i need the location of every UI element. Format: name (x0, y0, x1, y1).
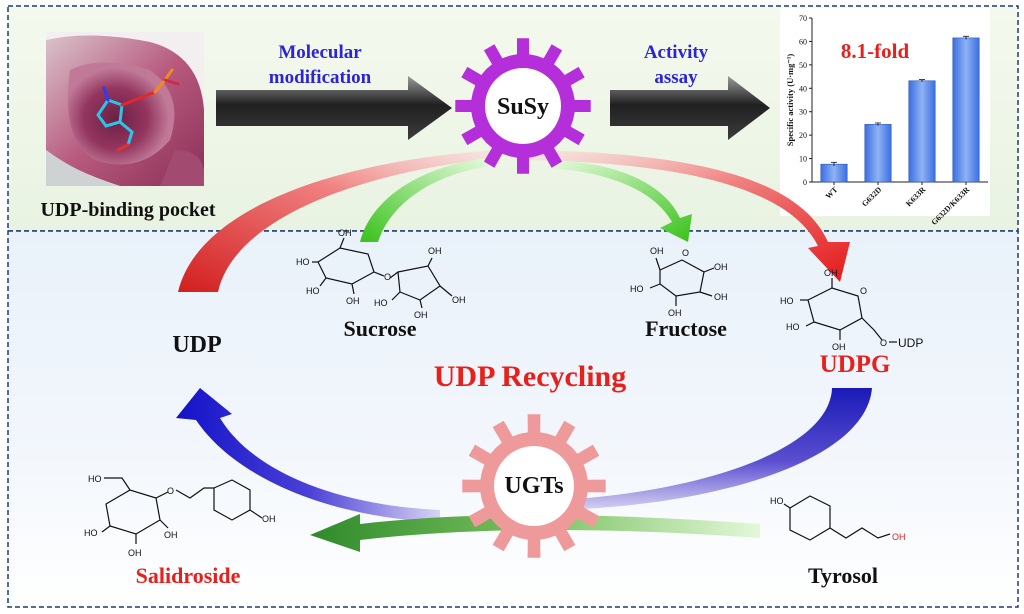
udp-recycling-label: UDP Recycling (434, 360, 626, 393)
svg-text:OH: OH (346, 296, 360, 306)
svg-text:HO: HO (296, 257, 310, 267)
svg-text:OH: OH (892, 532, 906, 542)
salidroside-label: Salidroside (136, 563, 241, 588)
y-tick-label: 0 (803, 178, 807, 187)
udp-to-susy-arrow (178, 150, 500, 292)
svg-text:HO: HO (84, 528, 98, 538)
y-tick-label: 20 (799, 131, 807, 140)
svg-text:OH: OH (164, 530, 178, 540)
assay-label-line2: assay (654, 67, 698, 88)
susy-gear (455, 38, 591, 174)
svg-text:HO: HO (88, 474, 102, 484)
modification-label-line2: modification (269, 67, 372, 88)
ugts-gear (462, 414, 606, 558)
sucrose-structure (312, 237, 453, 309)
svg-text:O: O (880, 338, 887, 348)
svg-text:HO: HO (786, 322, 800, 332)
tyrosol-to-salidroside-arrow (310, 514, 760, 552)
modification-arrow (216, 76, 452, 140)
y-tick-label: 70 (799, 14, 807, 23)
svg-text:O: O (167, 486, 174, 496)
susy-to-fructose-arrow (548, 160, 692, 242)
udpg-structure (800, 278, 883, 341)
svg-text:HO: HO (780, 296, 794, 306)
svg-text:O: O (384, 272, 391, 282)
y-tick-label: 10 (799, 155, 807, 164)
svg-text:HO: HO (306, 286, 320, 296)
svg-text:OH: OH (428, 246, 442, 256)
y-tick-label: 30 (799, 108, 807, 117)
svg-text:HO: HO (630, 284, 644, 294)
svg-text:OH: OH (338, 228, 352, 238)
udpg-udp-substituent: UDP (898, 336, 923, 350)
modification-label-line1: Molecular (278, 42, 362, 63)
ugts-to-udp-arrow (176, 388, 440, 522)
bar-g632d (864, 124, 892, 183)
svg-text:HO: HO (374, 298, 388, 308)
fold-change-annotation: 8.1-fold (841, 39, 910, 63)
chart-y-axis-label: Specific activity (U·mg⁻¹) (785, 54, 795, 147)
udpg-label: UDPG (820, 351, 891, 378)
salidroside-atom-labels: HO O HO OH OH OH (84, 474, 276, 558)
svg-text:OH: OH (668, 308, 682, 318)
susy-label: SuSy (497, 94, 549, 120)
tyrosol-structure (783, 495, 891, 541)
svg-text:OH: OH (452, 295, 466, 305)
tyrosol-label: Tyrosol (808, 563, 878, 588)
pocket-label: UDP-binding pocket (40, 199, 215, 221)
svg-text:OH: OH (262, 514, 276, 524)
svg-text:OH: OH (414, 310, 428, 320)
svg-text:OH: OH (714, 262, 728, 272)
svg-text:OH: OH (832, 342, 846, 352)
y-tick-label: 60 (799, 37, 807, 46)
assay-label-line1: Activity (644, 42, 709, 63)
bar-k633r (908, 80, 936, 183)
tyrosol-atom-labels: HO OH (770, 496, 906, 542)
sucrose-atom-labels: OH HO HO OH O OH HO OH OH (296, 228, 466, 320)
fructose-label: Fructose (645, 316, 727, 341)
svg-text:O: O (860, 286, 867, 296)
sucrose-label: Sucrose (344, 316, 417, 341)
activity-assay-arrow (610, 76, 770, 140)
gear-susy-hub (485, 68, 561, 144)
y-tick-label: 40 (799, 84, 807, 93)
bar-wt (820, 163, 848, 183)
bar-g632dk633r (952, 37, 980, 183)
svg-text:HO: HO (770, 496, 784, 506)
udpg-to-ugts-arrow (560, 388, 872, 510)
svg-text:OH: OH (650, 246, 664, 256)
sucrose-to-susy-arrow (360, 158, 490, 242)
ugts-label: UGTs (504, 473, 563, 499)
svg-text:O: O (682, 248, 689, 258)
salidroside-structure (101, 477, 263, 544)
svg-text:OH: OH (824, 268, 838, 278)
svg-text:OH: OH (714, 292, 728, 302)
fructose-atom-labels: OH O OH OH OH HO (630, 246, 728, 318)
gear-ugt-hub (494, 446, 574, 526)
protein-pocket-image (46, 32, 204, 186)
svg-text:OH: OH (128, 548, 142, 558)
y-tick-label: 50 (799, 61, 807, 70)
udp-label: UDP (172, 332, 221, 358)
fructose-structure (649, 257, 715, 306)
udpg-atom-labels: OH O HO HO OH O UDP (780, 268, 923, 352)
